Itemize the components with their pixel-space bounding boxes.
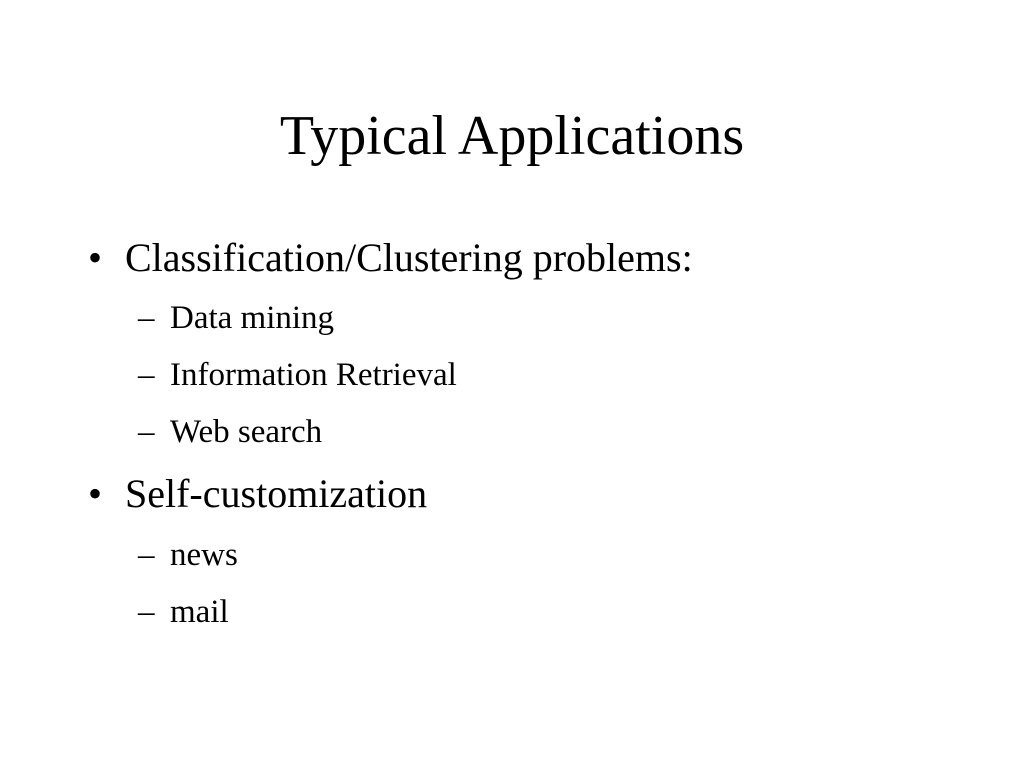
bullet-marker: • [88,471,103,516]
bullet-item-label: Self-customization [125,471,428,516]
sub-bullet-item: –mail [138,592,229,632]
sub-bullet-item-label: news [170,537,238,573]
sub-bullet-marker: – [138,357,155,393]
sub-bullet-marker: – [138,414,155,450]
sub-bullet-item-label: Information Retrieval [170,357,457,393]
bullet-item-label: Classification/Clustering problems: [125,235,693,280]
sub-bullet-item-label: Web search [170,414,323,450]
slide-title: Typical Applications [279,105,745,167]
sub-bullet-item-label: mail [170,594,229,630]
sub-bullet-item-label: Data mining [170,300,335,336]
sub-bullet-marker: – [138,537,155,573]
bullet-item: • Self-customization [88,470,427,518]
bullet-marker: • [88,235,103,280]
sub-bullet-item: –Web search [138,412,322,452]
sub-bullet-item: –news [138,535,238,575]
sub-bullet-item: –Data mining [138,298,334,338]
sub-bullet-marker: – [138,300,155,336]
bullet-item: • Classification/Clustering problems: [88,234,693,282]
sub-bullet-marker: – [138,594,155,630]
sub-bullet-item: –Information Retrieval [138,355,457,395]
